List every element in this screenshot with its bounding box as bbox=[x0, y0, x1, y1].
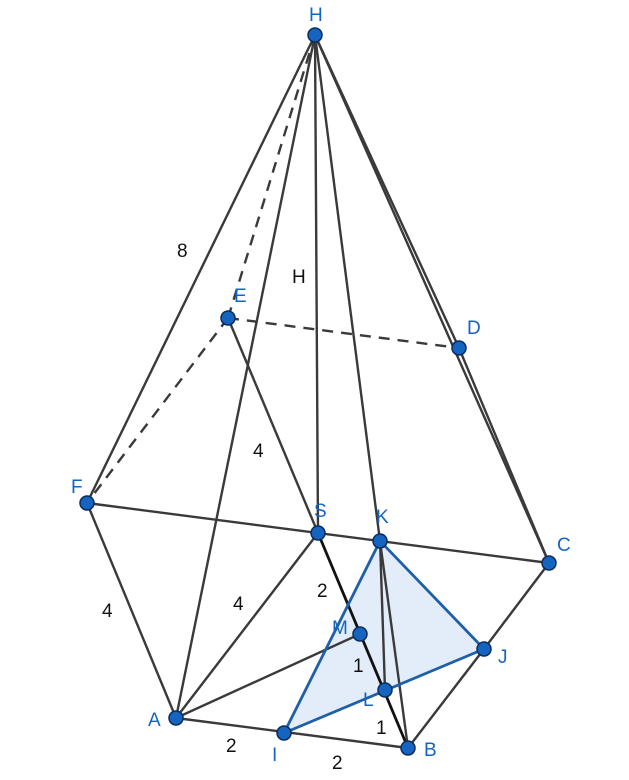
segment-FA bbox=[85, 502, 178, 719]
segment-KJ bbox=[378, 540, 486, 650]
point-label-S: S bbox=[314, 501, 327, 522]
point-label-A: A bbox=[148, 710, 161, 731]
point-A bbox=[168, 710, 184, 726]
segment-AB bbox=[175, 716, 409, 750]
segment-EF bbox=[86, 317, 229, 504]
segment-HF bbox=[85, 34, 317, 504]
point-label-I: I bbox=[272, 745, 277, 766]
point-J bbox=[476, 641, 492, 657]
segment-label-ES: 4 bbox=[253, 441, 264, 462]
point-label-C: C bbox=[557, 535, 571, 556]
segment-ED bbox=[227, 316, 460, 350]
point-M bbox=[352, 626, 368, 642]
point-L bbox=[377, 682, 393, 698]
segment-KB bbox=[378, 540, 410, 749]
segment-ES bbox=[226, 317, 320, 534]
segment-AS bbox=[175, 532, 319, 719]
point-label-D: D bbox=[467, 318, 481, 339]
segment-label-IB: 2 bbox=[332, 753, 343, 774]
segment-AM bbox=[175, 632, 361, 720]
point-I bbox=[276, 725, 292, 741]
segment-label-SM: 2 bbox=[317, 581, 328, 602]
point-label-K: K bbox=[376, 507, 389, 528]
segment-KL bbox=[378, 540, 387, 691]
segment-HC bbox=[313, 34, 551, 564]
segment-JC bbox=[483, 562, 550, 650]
point-label-E: E bbox=[234, 286, 247, 307]
point-B bbox=[400, 740, 416, 756]
segment-BJ bbox=[407, 648, 485, 749]
segment-label-AS: 4 bbox=[233, 594, 244, 615]
point-S bbox=[310, 525, 326, 541]
point-label-M: M bbox=[332, 618, 348, 639]
point-C bbox=[541, 555, 557, 571]
segment-label-LB: 1 bbox=[376, 718, 387, 739]
point-label-H: H bbox=[309, 5, 323, 26]
point-H bbox=[307, 27, 323, 43]
segment-label-ML: 1 bbox=[353, 656, 364, 677]
segment-HS bbox=[313, 34, 320, 534]
point-label-B: B bbox=[424, 740, 437, 761]
segment-label-HF: 8 bbox=[177, 241, 188, 262]
point-E bbox=[220, 310, 236, 326]
segment-HA bbox=[174, 34, 317, 719]
point-D bbox=[451, 340, 467, 356]
segment-label-HS: H bbox=[292, 267, 306, 288]
segment-KI bbox=[282, 540, 382, 734]
segment-label-FA: 4 bbox=[102, 601, 113, 622]
point-label-L: L bbox=[363, 690, 374, 711]
segment-DC bbox=[457, 347, 551, 564]
point-label-F: F bbox=[71, 477, 83, 498]
segment-HK bbox=[313, 34, 382, 542]
point-label-J: J bbox=[498, 647, 508, 668]
point-K bbox=[372, 533, 388, 549]
segment-label-AI: 2 bbox=[226, 736, 237, 757]
point-F bbox=[79, 495, 95, 511]
